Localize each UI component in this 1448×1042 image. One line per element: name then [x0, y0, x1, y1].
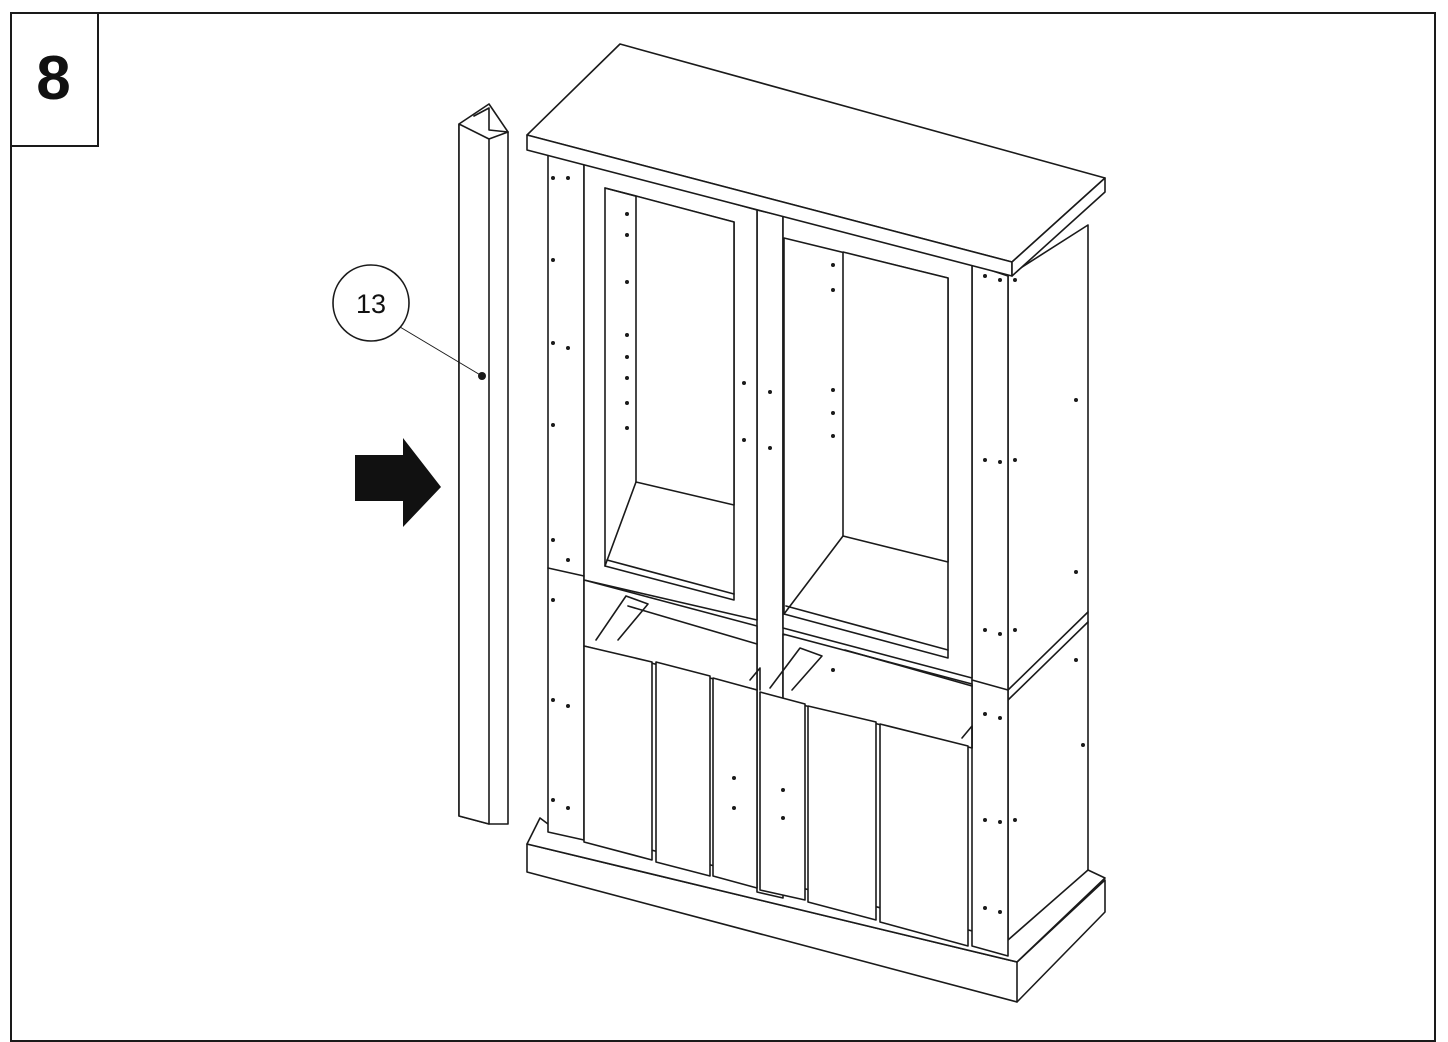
upper-left-door	[583, 161, 758, 621]
arrow-right-icon	[355, 438, 441, 527]
lower-doors	[583, 645, 969, 947]
left-stile	[547, 151, 585, 841]
step-number: 8	[36, 43, 71, 113]
drawer-rail-band	[583, 579, 973, 749]
cabinet	[526, 43, 1106, 1003]
screw-holes	[551, 176, 1085, 914]
step-badge: 8	[10, 12, 99, 147]
right-stile	[971, 263, 1009, 957]
callout-13: 13	[332, 264, 486, 380]
cabinet-right-side	[1007, 224, 1089, 957]
side-trim-strip	[458, 103, 509, 825]
upper-right-door	[782, 215, 973, 679]
callout-label: 13	[356, 289, 386, 319]
cabinet-top	[526, 43, 1106, 277]
